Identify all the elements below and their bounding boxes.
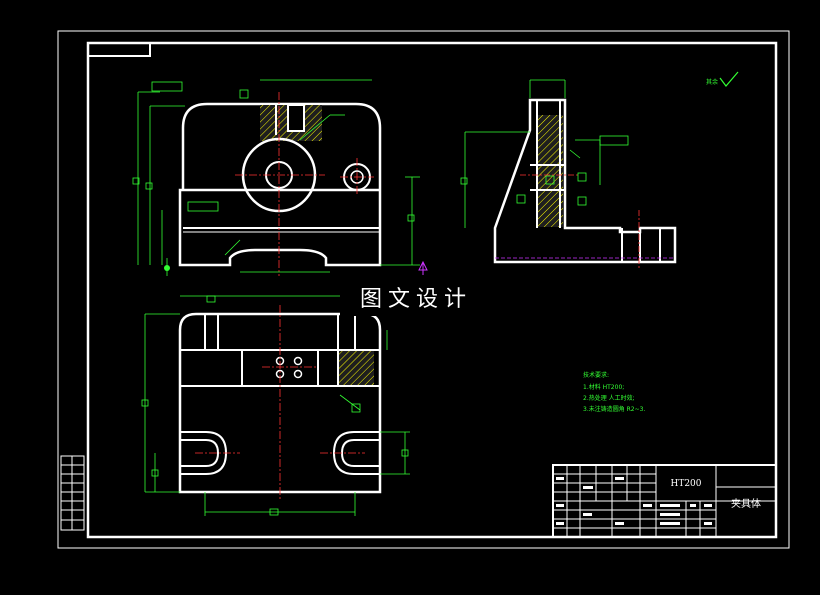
inner-border xyxy=(86,41,778,539)
top-view xyxy=(141,295,410,516)
parallelism-symbol xyxy=(187,201,219,212)
watermark: 图文设计 xyxy=(340,284,492,316)
tech-req-heading: 技术要求: xyxy=(583,371,609,379)
drawing-number-box xyxy=(87,42,151,57)
flatness-symbol xyxy=(151,81,183,92)
tech-req-item: 1.材料 HT200; xyxy=(583,383,624,391)
part-name-label: 夹具体 xyxy=(731,497,761,510)
front-view xyxy=(132,79,428,276)
surface-roughness-note: 其余 xyxy=(706,78,718,86)
outer-border xyxy=(57,30,790,549)
material-label: HT200 xyxy=(670,479,701,489)
top-section-hatch xyxy=(338,350,374,386)
left-margin-strip xyxy=(60,455,85,531)
surface-roughness-mark: 其余 xyxy=(706,71,739,87)
tech-req-item: 2.热处理 人工时效; xyxy=(583,394,635,402)
position-tolerance-symbol xyxy=(599,135,629,146)
side-section-hatch xyxy=(537,115,563,227)
side-view xyxy=(460,79,677,270)
tech-requirements: 技术要求: 1.材料 HT200; 2.热处理 人工时效; 3.未注铸造圆角 R… xyxy=(583,371,645,413)
title-block: HT200 夹具体 xyxy=(552,464,777,538)
front-view-outline xyxy=(178,102,382,267)
tech-req-item: 3.未注铸造圆角 R2~3. xyxy=(583,405,645,413)
